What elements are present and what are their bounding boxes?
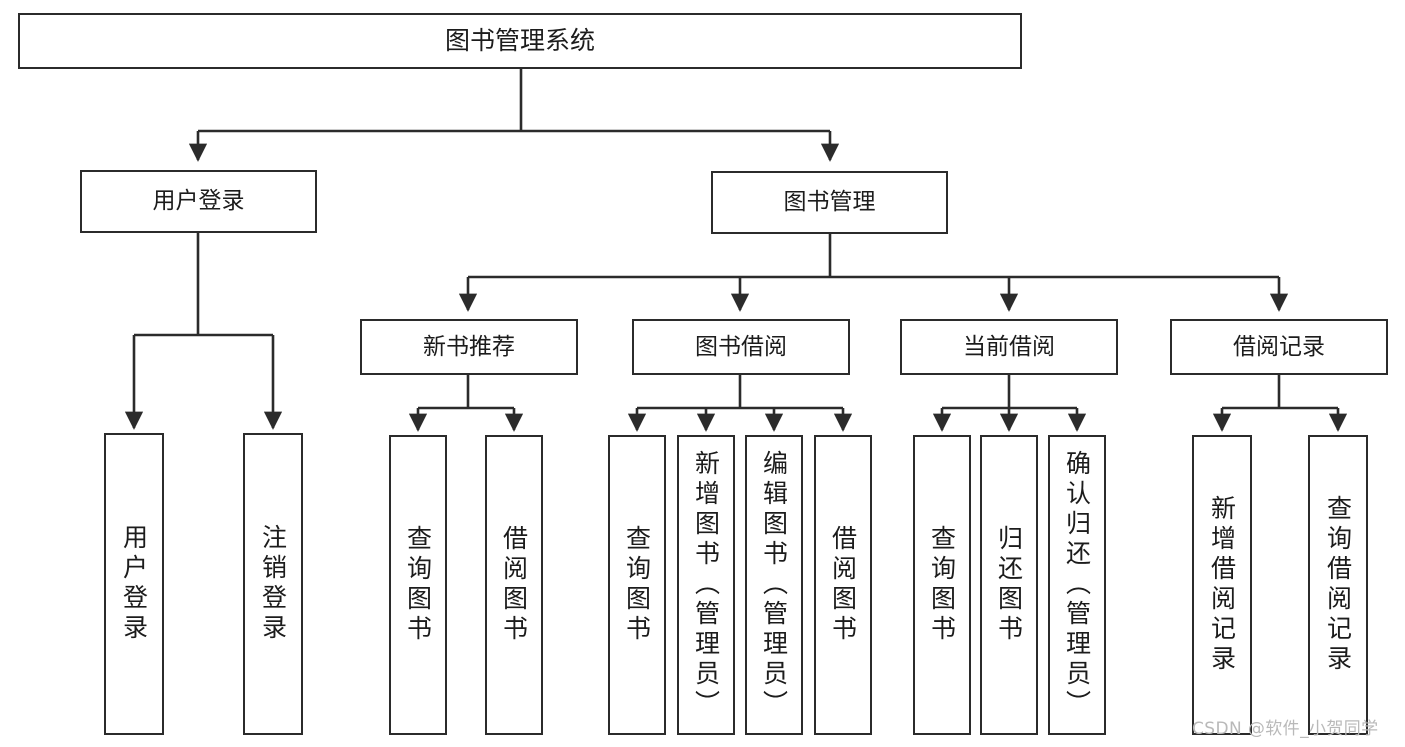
watermark-credit: CSDN @软件_小贺同学 [1192,719,1379,739]
node-label: 查询图书 [403,525,433,645]
leaf-query-book-current[interactable]: 查询图书 [913,435,971,735]
leaf-return-book[interactable]: 归还图书 [980,435,1038,735]
leaf-query-book-borrow[interactable]: 查询图书 [608,435,666,735]
node-borrow-record[interactable]: 借阅记录 [1170,319,1388,375]
node-label: 归还图书 [994,525,1024,645]
node-current-borrow[interactable]: 当前借阅 [900,319,1118,375]
node-label: 图书管理 [783,189,876,216]
node-label: 用户登录 [119,524,149,644]
node-user-login[interactable]: 用户登录 [80,170,317,233]
leaf-query-borrow-record[interactable]: 查询借阅记录 [1308,435,1368,735]
leaf-query-book-recommend[interactable]: 查询图书 [389,435,447,735]
leaf-logout-login[interactable]: 注销登录 [243,433,303,735]
node-label: 用户登录 [152,188,245,215]
node-label: 图书管理系统 [444,25,595,55]
node-label: 新书推荐 [423,333,515,360]
leaf-borrow-book-recommend[interactable]: 借阅图书 [485,435,543,735]
node-label: 借阅图书 [499,525,529,645]
leaf-add-book[interactable]: 新增图书（管理员） [677,435,735,735]
node-label: 查询图书 [927,525,957,645]
node-label: 查询借阅记录 [1323,495,1353,675]
node-book-management[interactable]: 图书管理 [711,171,948,234]
node-label: 编辑图书（管理员） [759,450,789,720]
node-label: 新增图书（管理员） [691,450,721,720]
node-label: 借阅图书 [828,525,858,645]
leaf-borrow-book[interactable]: 借阅图书 [814,435,872,735]
node-book-borrow[interactable]: 图书借阅 [632,319,850,375]
leaf-user-login[interactable]: 用户登录 [104,433,164,735]
leaf-edit-book[interactable]: 编辑图书（管理员） [745,435,803,735]
node-new-book-recommend[interactable]: 新书推荐 [360,319,578,375]
node-label: 确认归还（管理员） [1062,450,1092,720]
leaf-confirm-return[interactable]: 确认归还（管理员） [1048,435,1106,735]
node-label: 新增借阅记录 [1207,495,1237,675]
node-label: 图书借阅 [695,333,787,360]
node-label: 当前借阅 [963,333,1055,360]
node-root-system[interactable]: 图书管理系统 [18,13,1022,69]
node-label: 借阅记录 [1233,333,1325,360]
node-label: 查询图书 [622,525,652,645]
leaf-add-borrow-record[interactable]: 新增借阅记录 [1192,435,1252,735]
node-label: 注销登录 [258,524,288,644]
